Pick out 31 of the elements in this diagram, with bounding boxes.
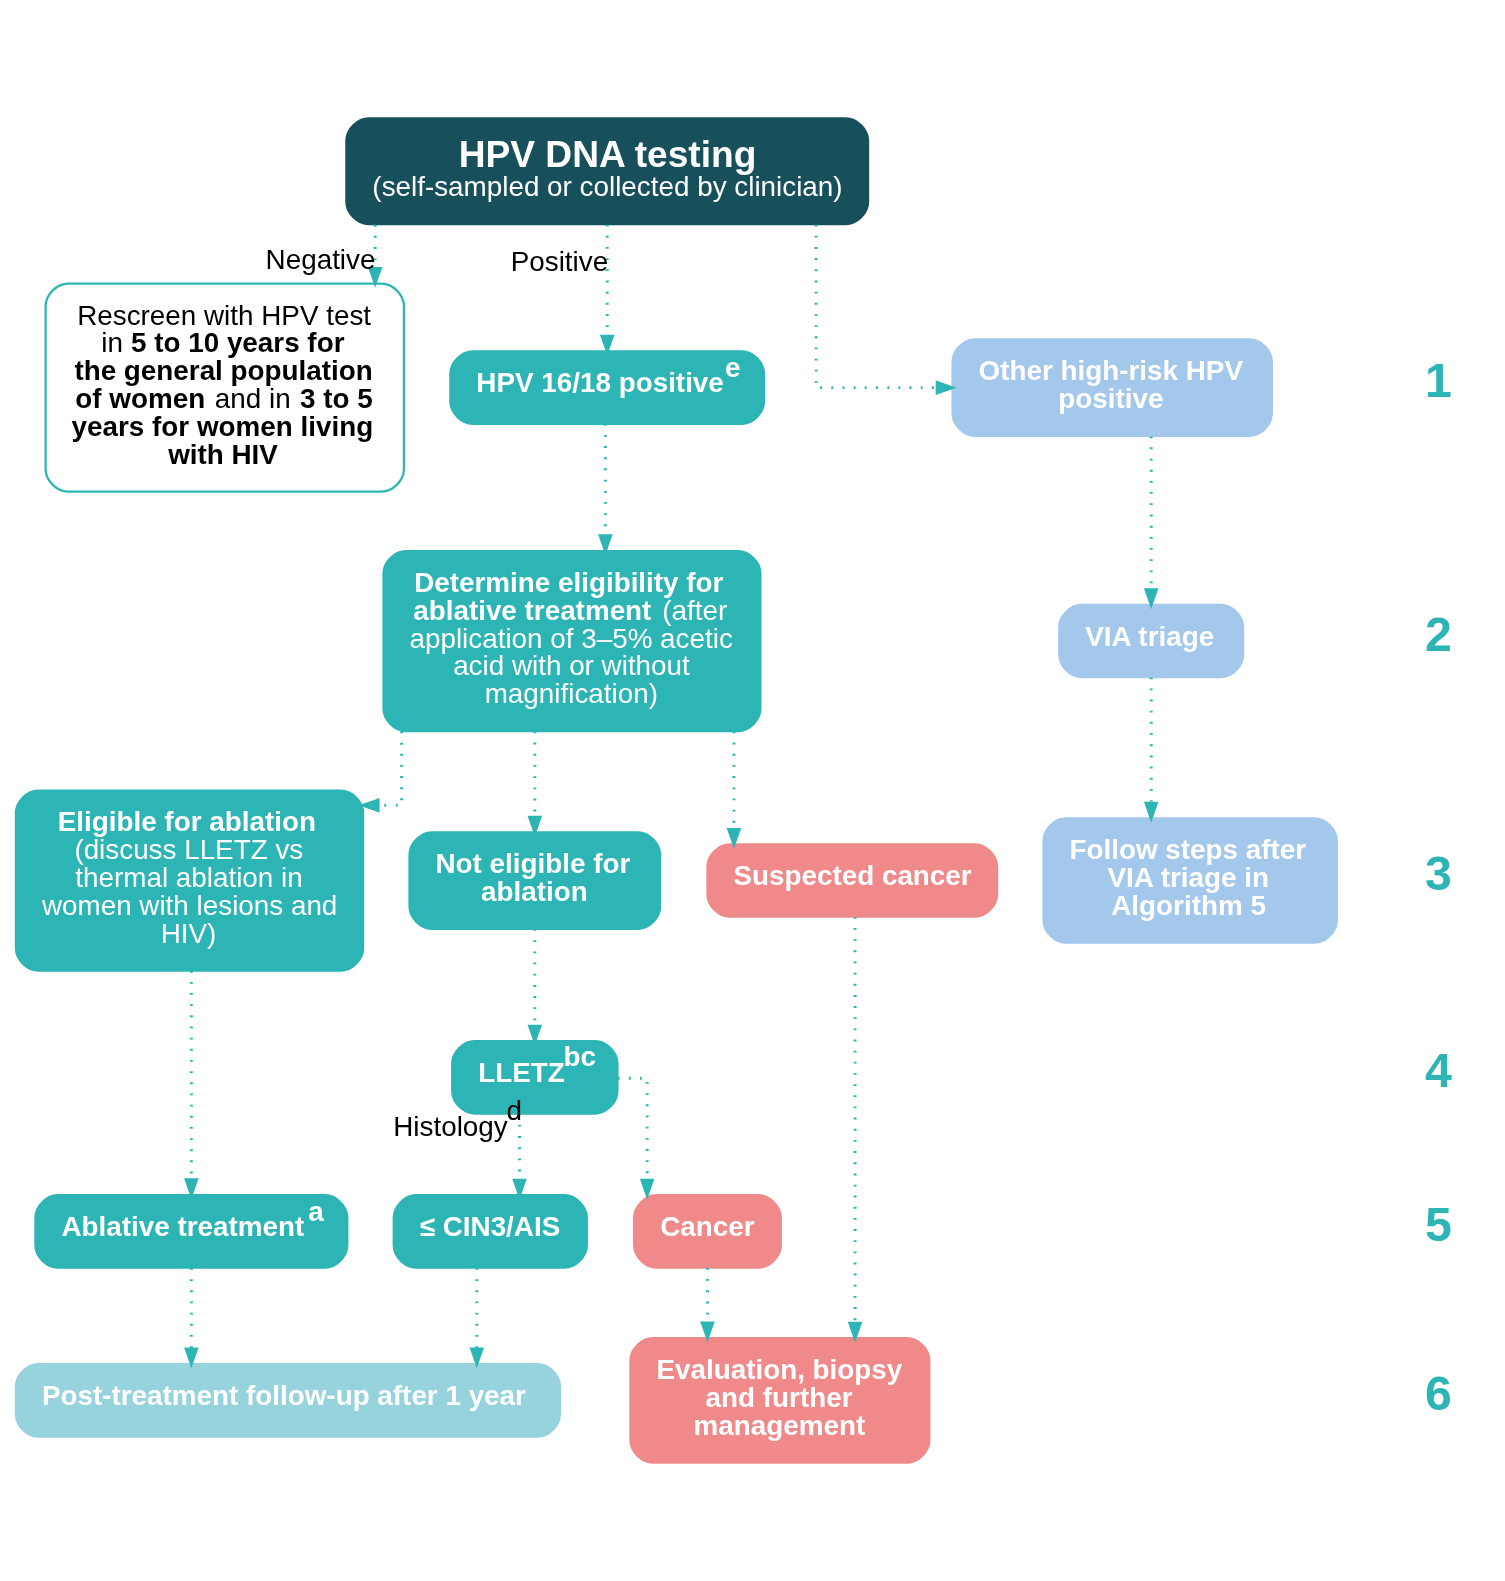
label: 1 bbox=[1425, 353, 1452, 408]
arrow bbox=[617, 1076, 655, 1200]
edge-label: Negative bbox=[265, 243, 376, 275]
node-box: Determine eligibility for ablative treatment (after application of 3–5% acetic acid with or without magnification) bbox=[382, 549, 762, 733]
edge-label: Positive bbox=[510, 246, 609, 278]
node-box: Suspected cancer bbox=[706, 843, 999, 918]
arrow bbox=[1143, 677, 1159, 823]
arrow bbox=[184, 1268, 199, 1369]
label: 4 bbox=[1425, 1043, 1452, 1098]
label: 6 bbox=[1425, 1366, 1452, 1421]
node-box: Other high-risk HPV positive bbox=[951, 338, 1273, 437]
node-box: Eligible for ablation (discuss LLETZ vs thermal ablation in women with lesions and HIV) bbox=[14, 789, 365, 972]
node-box: Post-treatment follow-up after 1 year bbox=[14, 1363, 561, 1438]
node-box: Evaluation, biopsy and further management bbox=[629, 1337, 931, 1464]
label: 5 bbox=[1425, 1197, 1452, 1252]
label: 3 bbox=[1425, 846, 1452, 901]
node-box: Not eligible for ablation bbox=[408, 831, 662, 930]
label: 2 bbox=[1425, 606, 1452, 661]
node-box: Follow steps after VIA triage in Algorithm 5 bbox=[1042, 817, 1338, 944]
arrow bbox=[1143, 436, 1159, 610]
arrow bbox=[469, 1268, 485, 1369]
node-box: VIA triage bbox=[1058, 603, 1245, 679]
arrow bbox=[847, 917, 863, 1343]
node-box: Cancer bbox=[633, 1194, 782, 1269]
arrow bbox=[726, 731, 742, 849]
arrow bbox=[700, 1268, 715, 1343]
node-box: ≤ CIN3/AIS bbox=[392, 1194, 588, 1269]
node-box: HPV DNA testing (self-sampled or collected by clinician) bbox=[345, 117, 870, 226]
arrow bbox=[814, 224, 957, 395]
arrow bbox=[367, 224, 383, 288]
node-box: Rescreen with HPV test in 5 to 10 years for the general population of women and in 3 to 5 years for women living with HIV bbox=[44, 282, 406, 493]
